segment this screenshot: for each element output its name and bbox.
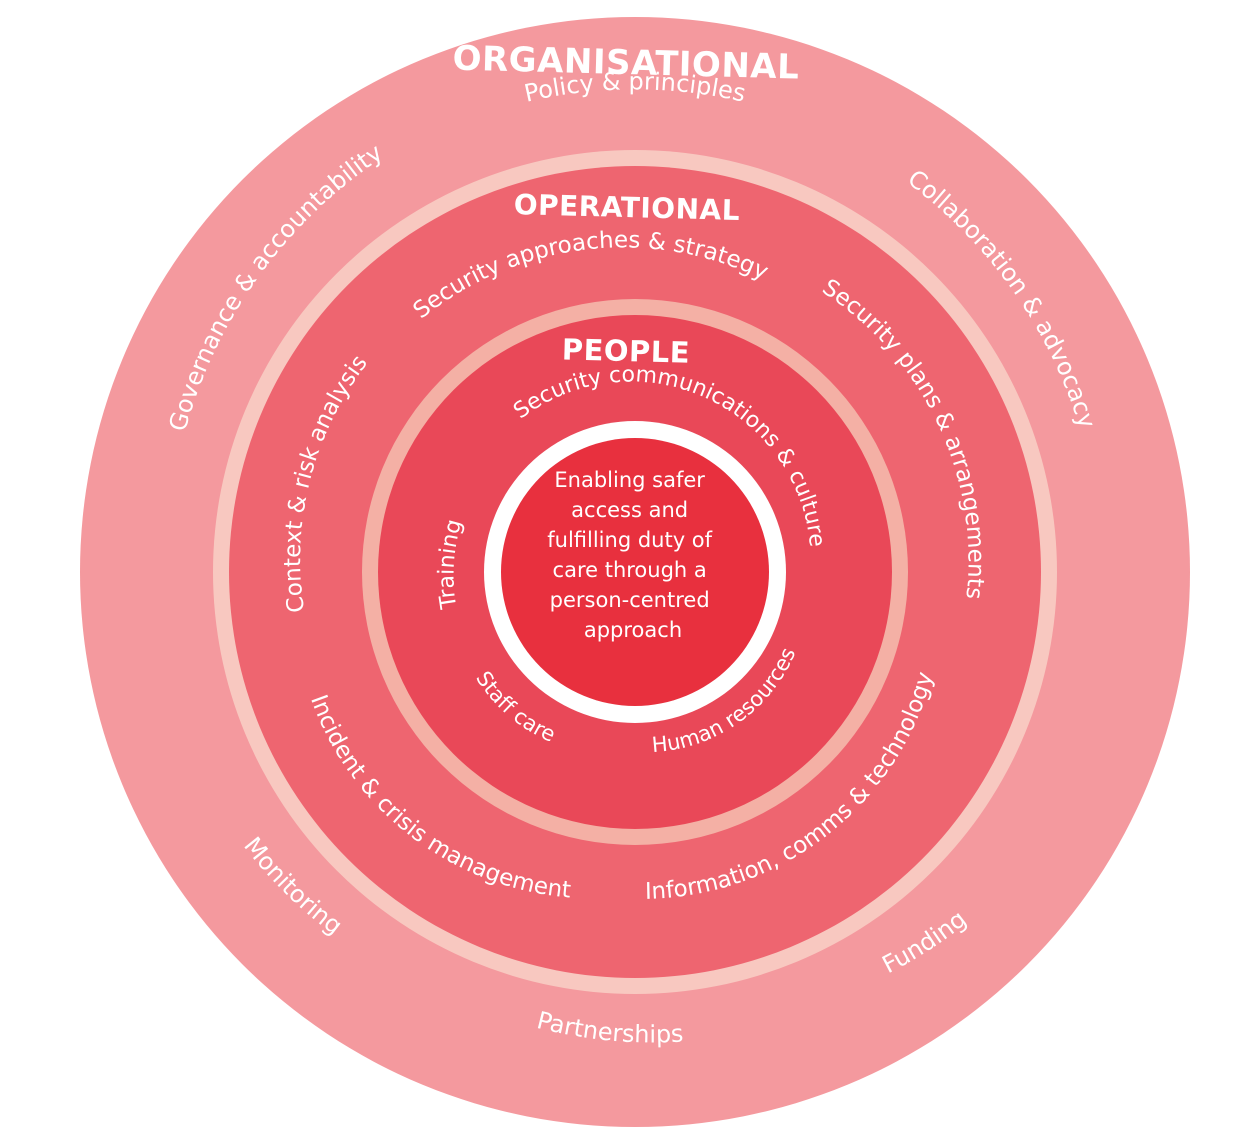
people-title: PEOPLE	[561, 332, 690, 369]
center-line: care through a	[553, 558, 707, 582]
center-line: Enabling safer	[554, 468, 705, 492]
center-line: person-centred	[550, 588, 710, 612]
operational-title: OPERATIONAL	[513, 188, 740, 227]
center-line: access and	[571, 498, 688, 522]
organisational-title: ORGANISATIONAL	[452, 38, 800, 87]
center-disc	[501, 438, 769, 706]
center-line: fulfilling duty of	[547, 528, 712, 552]
center-statement: Enabling safer access and fulfilling dut…	[547, 468, 719, 642]
center-line: approach	[584, 618, 682, 642]
